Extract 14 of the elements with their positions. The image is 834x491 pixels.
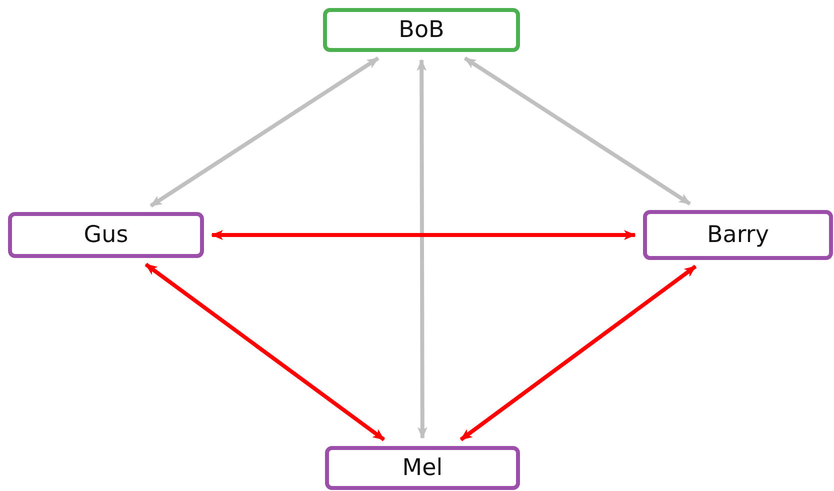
node-box	[325, 446, 520, 490]
double-arrow	[144, 262, 386, 442]
double-arrow	[464, 56, 691, 206]
double-arrow	[211, 230, 636, 240]
node-label: Gus	[84, 222, 128, 248]
double-arrow	[416, 59, 428, 439]
node-box	[643, 210, 833, 260]
node-box	[8, 212, 204, 258]
double-arrow	[460, 264, 697, 442]
node-label: Mel	[402, 455, 443, 481]
double-arrow	[150, 56, 380, 208]
node-label: BoB	[398, 17, 444, 43]
node-label: Barry	[707, 222, 769, 248]
node-box	[323, 8, 520, 52]
